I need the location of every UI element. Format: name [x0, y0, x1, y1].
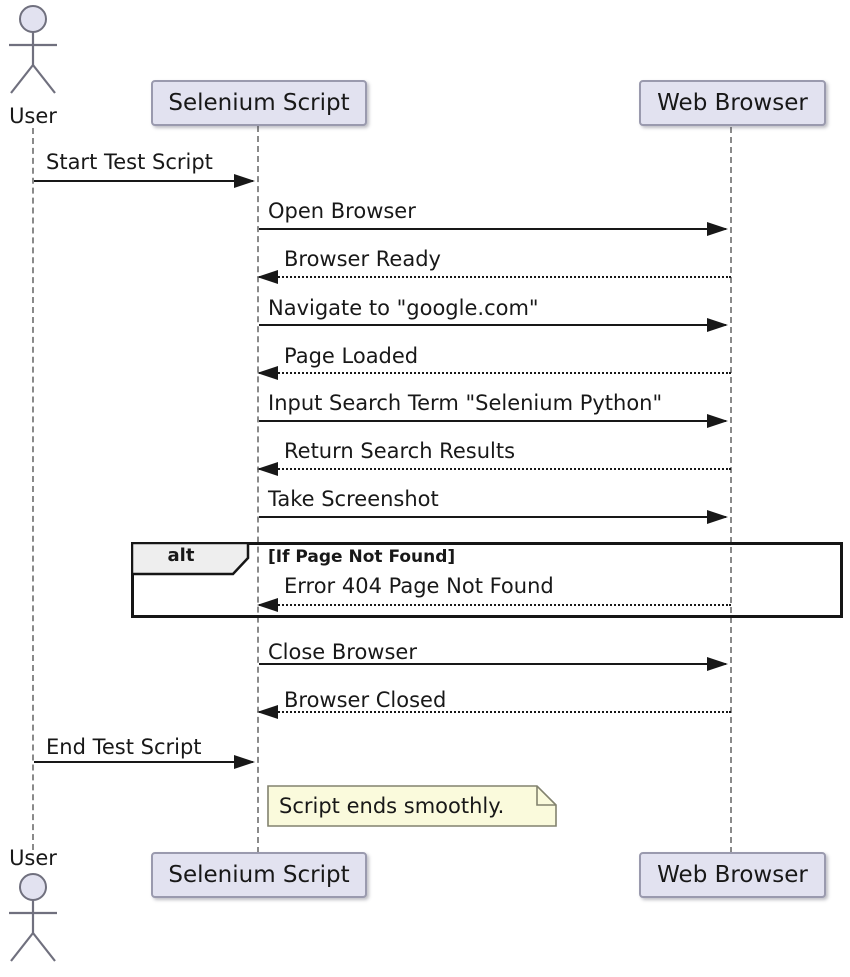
- note-text: Script ends smoothly.: [279, 794, 505, 818]
- arrow-head: [257, 366, 278, 380]
- message-label-start-test-script: Start Test Script: [46, 150, 213, 174]
- message-label-browser-ready: Browser Ready: [284, 247, 441, 271]
- alt-operator: alt: [130, 541, 251, 576]
- arrow-head: [257, 462, 278, 476]
- message-label-take-screenshot: Take Screenshot: [268, 487, 439, 511]
- arrow-line: [259, 228, 726, 230]
- lifeline-user: [32, 128, 34, 850]
- lifeline-browser: [730, 127, 732, 853]
- arrow-line: [34, 180, 253, 182]
- arrow-line: [259, 420, 726, 422]
- participant-web-browser-bottom: Web Browser: [639, 852, 826, 898]
- arrow-head: [707, 318, 728, 332]
- participant-selenium-script-top: Selenium Script: [151, 80, 367, 126]
- message-label-error-404: Error 404 Page Not Found: [284, 574, 554, 598]
- arrow-head: [257, 598, 278, 612]
- message-label-close-browser: Close Browser: [268, 640, 417, 664]
- arrow-line: [259, 663, 726, 665]
- message-label-return-search-results: Return Search Results: [284, 439, 516, 463]
- arrow-head: [707, 657, 728, 671]
- arrow-head: [234, 755, 255, 769]
- arrow-head: [707, 414, 728, 428]
- arrow-line: [34, 761, 253, 763]
- arrow-line: [259, 711, 731, 713]
- message-label-browser-closed: Browser Closed: [284, 688, 447, 712]
- arrow-line: [259, 516, 726, 518]
- message-label-open-browser: Open Browser: [268, 199, 416, 223]
- actor-user-label-bottom: User: [9, 846, 57, 870]
- actor-icon-bottom: [9, 873, 57, 962]
- alt-pentagon-shape: [130, 541, 250, 576]
- arrow-line: [259, 276, 731, 278]
- alt-fragment: alt [If Page Not Found]: [130, 541, 843, 618]
- message-label-end-test-script: End Test Script: [46, 735, 202, 759]
- arrow-head: [257, 270, 278, 284]
- message-label-page-loaded: Page Loaded: [284, 344, 419, 368]
- note-shape: [267, 785, 557, 827]
- note: Script ends smoothly.: [267, 785, 557, 827]
- arrow-head: [707, 510, 728, 524]
- arrow-line: [259, 324, 726, 326]
- alt-operator-label: alt: [167, 545, 195, 566]
- arrow-line: [259, 604, 731, 606]
- message-label-input-search-term: Input Search Term "Selenium Python": [268, 391, 663, 415]
- message-label-navigate: Navigate to "google.com": [268, 296, 539, 320]
- arrow-line: [259, 468, 731, 470]
- arrow-head: [707, 222, 728, 236]
- actor-icon-top: [9, 5, 57, 94]
- actor-user-label-top: User: [9, 104, 57, 128]
- arrow-head: [257, 705, 278, 719]
- lifeline-script: [257, 126, 259, 853]
- participant-web-browser-top: Web Browser: [639, 80, 826, 126]
- arrow-head: [234, 174, 255, 188]
- arrow-line: [259, 372, 731, 374]
- participant-selenium-script-bottom: Selenium Script: [151, 852, 367, 898]
- alt-guard-label: [If Page Not Found]: [268, 547, 456, 567]
